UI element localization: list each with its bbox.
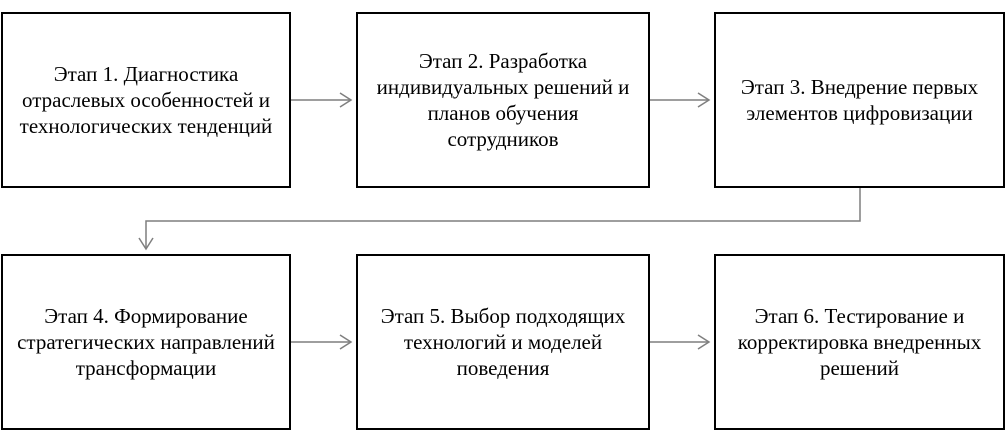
- stage-6-label: Этап 6. Тестирование и корректировка вне…: [737, 304, 982, 380]
- stage-5-box: Этап 5. Выбор подходящих технологий и мо…: [356, 254, 650, 430]
- stage-1-box: Этап 1. Диагностика отраслевых особеннос…: [1, 12, 291, 188]
- arrow-stage-1-to-2: [291, 92, 353, 108]
- arrow-stage-3-to-4: [138, 188, 861, 251]
- stage-5-label: Этап 5. Выбор подходящих технологий и мо…: [380, 304, 626, 380]
- arrow-stage-2-to-3: [650, 92, 711, 108]
- stage-6-box: Этап 6. Тестирование и корректировка вне…: [714, 254, 1005, 430]
- stage-4-label: Этап 4. Формирование стратегических напр…: [17, 304, 275, 380]
- stage-2-box: Этап 2. Разработка индивидуальных решени…: [356, 12, 650, 188]
- stage-4-box: Этап 4. Формирование стратегических напр…: [1, 254, 291, 430]
- stage-1-label: Этап 1. Диагностика отраслевых особеннос…: [19, 62, 273, 138]
- stage-3-label: Этап 3. Внедрение первых элементов цифро…: [740, 75, 979, 125]
- stage-3-box: Этап 3. Внедрение первых элементов цифро…: [714, 12, 1005, 188]
- arrow-stage-5-to-6: [650, 334, 711, 350]
- stage-2-label: Этап 2. Разработка индивидуальных решени…: [376, 49, 630, 151]
- arrow-stage-4-to-5: [291, 334, 353, 350]
